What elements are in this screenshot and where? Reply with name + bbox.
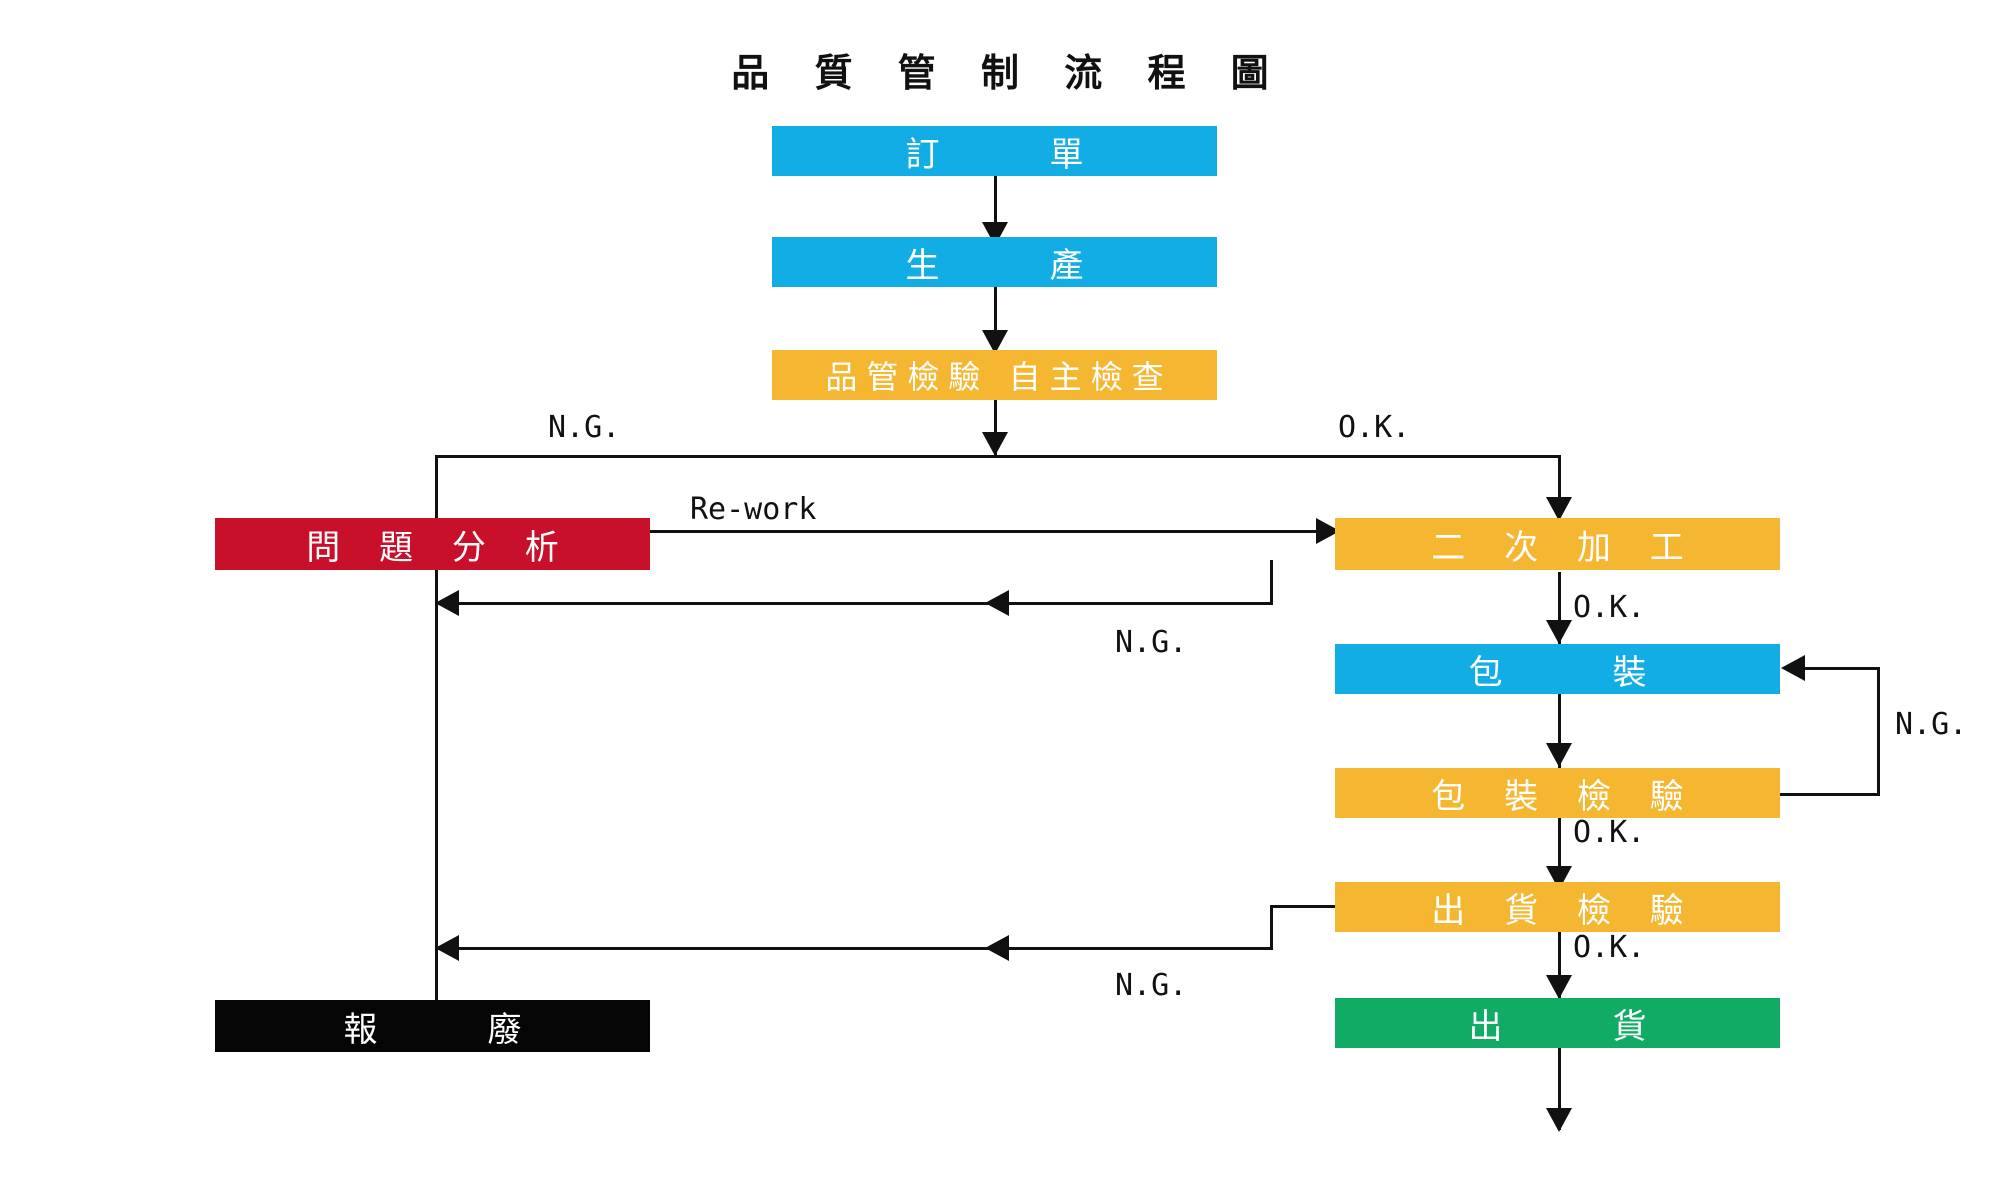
node-order-label: 訂 單 bbox=[905, 134, 1098, 175]
node-packing-check-label: 包 裝 檢 驗 bbox=[1431, 776, 1698, 817]
node-shipping-check[interactable]: 出 貨 檢 驗 bbox=[1335, 882, 1780, 932]
edge-rework-to-packing-arrowhead bbox=[1546, 620, 1572, 644]
edge-qc-split-arrowhead bbox=[982, 432, 1008, 456]
edge-qc-ok-down-line bbox=[1558, 455, 1561, 515]
node-production-label: 生 產 bbox=[905, 245, 1098, 286]
edge-shipping-exit-arrowhead bbox=[1546, 1108, 1572, 1132]
edge-shipping-check-to-shipping-arrowhead bbox=[1546, 975, 1572, 999]
edge-shipping-check-ng-arrowhead-mid bbox=[985, 935, 1009, 961]
node-problem-analysis-label: 問 題 分 析 bbox=[306, 527, 573, 568]
edge-rework-ng-arrowhead-mid bbox=[985, 590, 1009, 616]
edge-rework-line bbox=[648, 530, 1323, 533]
edge-label-ng-qc: N.G. bbox=[548, 410, 621, 445]
edge-shipping-check-ng-stub bbox=[1270, 905, 1345, 908]
edge-label-ng-packing-check: N.G. bbox=[1895, 707, 1968, 742]
edge-packing-check-to-shipping-check-line bbox=[1558, 818, 1561, 891]
edge-qc-branch-rail bbox=[435, 455, 1560, 458]
node-rework-process[interactable]: 二 次 加 工 bbox=[1335, 518, 1780, 570]
node-scrap-label: 報 廢 bbox=[343, 1009, 536, 1050]
edge-packing-check-ng-riser bbox=[1877, 667, 1880, 795]
edge-shipping-check-ng-drop bbox=[1270, 905, 1273, 949]
edge-shipping-exit-line bbox=[1558, 1048, 1561, 1130]
edge-label-rework: Re-work bbox=[690, 492, 817, 527]
edge-packing-to-check-line bbox=[1558, 694, 1561, 768]
edge-qc-ng-left-spine bbox=[435, 455, 438, 1015]
node-rework-process-label: 二 次 加 工 bbox=[1431, 527, 1698, 568]
node-production[interactable]: 生 產 bbox=[772, 237, 1217, 287]
edge-rework-to-packing-line bbox=[1558, 572, 1561, 644]
edge-rework-ng-arrowhead-left bbox=[435, 590, 459, 616]
edge-rework-ng-drop bbox=[1270, 560, 1273, 605]
edge-production-to-qc-line bbox=[994, 287, 997, 342]
edge-qc-split-stem bbox=[994, 400, 997, 458]
edge-shipping-check-to-shipping-line bbox=[1558, 932, 1561, 998]
edge-label-ng-rework: N.G. bbox=[1115, 625, 1188, 660]
node-packing[interactable]: 包 裝 bbox=[1335, 644, 1780, 694]
edge-packing-to-check-arrowhead bbox=[1546, 743, 1572, 767]
node-shipping[interactable]: 出 貨 bbox=[1335, 998, 1780, 1048]
edge-label-ok-shipping-check: O.K. bbox=[1573, 930, 1646, 965]
node-order[interactable]: 訂 單 bbox=[772, 126, 1217, 176]
node-qc-self-check-label: 品管檢驗 自主檢查 bbox=[825, 358, 1173, 396]
node-scrap[interactable]: 報 廢 bbox=[215, 1000, 650, 1052]
page-title: 品 質 管 制 流 程 圖 bbox=[731, 51, 1285, 95]
node-packing-check[interactable]: 包 裝 檢 驗 bbox=[1335, 768, 1780, 818]
edge-label-ng-shipping-check: N.G. bbox=[1115, 968, 1188, 1003]
edge-rework-ng-line bbox=[435, 602, 1273, 605]
edge-shipping-check-ng-arrowhead-left bbox=[435, 935, 459, 961]
edge-packing-check-ng-top bbox=[1805, 667, 1880, 670]
node-shipping-label: 出 貨 bbox=[1468, 1006, 1661, 1047]
edge-label-ok-rework: O.K. bbox=[1573, 590, 1646, 625]
edge-qc-ok-arrowhead bbox=[1546, 497, 1572, 521]
edge-order-to-production-line bbox=[994, 175, 997, 235]
node-problem-analysis[interactable]: 問 題 分 析 bbox=[215, 518, 650, 570]
edge-label-ok-qc: O.K. bbox=[1338, 410, 1411, 445]
node-packing-label: 包 裝 bbox=[1468, 652, 1661, 693]
edge-packing-check-ng-arrowhead bbox=[1781, 655, 1805, 681]
edge-packing-check-ng-bottom bbox=[1780, 793, 1880, 796]
edge-shipping-check-ng-line bbox=[435, 947, 1273, 950]
edge-label-ok-packing-check: O.K. bbox=[1573, 815, 1646, 850]
node-qc-self-check[interactable]: 品管檢驗 自主檢查 bbox=[772, 350, 1217, 400]
node-shipping-check-label: 出 貨 檢 驗 bbox=[1431, 890, 1698, 931]
